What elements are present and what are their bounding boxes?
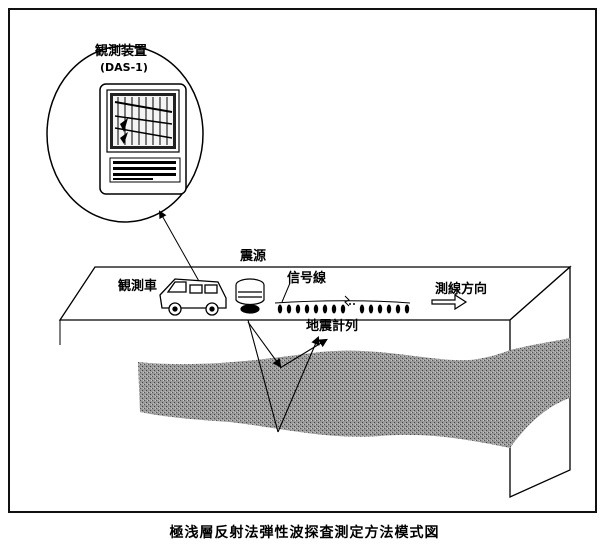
figure-caption: 極浅層反射法弾性波探査測定方法模式図 — [169, 525, 440, 541]
vehicle-label: 観測車 — [118, 279, 158, 294]
ray-paths — [247, 319, 328, 433]
survey-direction-label: 測線方向 — [435, 282, 488, 297]
device-name-label: 観測装置 — [95, 44, 148, 59]
observation-vehicle — [159, 278, 227, 316]
device-model-label: (DAS-1) — [100, 61, 148, 74]
geophone-array-label: 地震計列 — [306, 319, 359, 334]
cable-break-mark — [344, 295, 350, 307]
reflector-layer-side — [510, 338, 570, 448]
callout-arrow — [159, 210, 201, 284]
signal-line-leader — [281, 282, 291, 303]
reflector-layer — [138, 350, 510, 448]
source-label: 震源 — [240, 249, 267, 264]
geophone-array — [277, 303, 410, 314]
signal-cable — [274, 300, 411, 304]
das1-device — [99, 83, 187, 195]
survey-direction-arrow — [431, 293, 468, 311]
seismic-source — [235, 278, 265, 314]
signal-line-label: 信号線 — [287, 271, 327, 286]
